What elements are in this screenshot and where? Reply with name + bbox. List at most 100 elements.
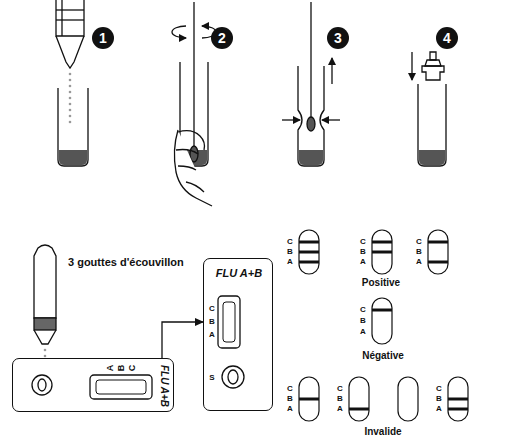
- drawn-ellipse: [307, 117, 315, 131]
- drawn-rect: [90, 375, 152, 399]
- drawn-path: [186, 182, 204, 192]
- drawn-path: [56, 0, 84, 36]
- drawn-line: [299, 251, 319, 254]
- zone-letter: C: [128, 365, 137, 372]
- sample-dropper: [34, 245, 56, 369]
- drawn-circle: [32, 375, 52, 395]
- caption-label: 3 gouttes d'écouvillon: [68, 257, 184, 268]
- zone-letter: A: [209, 331, 215, 339]
- drawn-line: [331, 58, 332, 84]
- drawn-path: [430, 52, 436, 60]
- drawn-path: [299, 150, 323, 165]
- drawn-line: [372, 251, 392, 254]
- drawn-path: [422, 66, 444, 80]
- drawn-path: [34, 330, 56, 344]
- drawn-path: [34, 245, 56, 318]
- step-three: [282, 2, 340, 166]
- drawn-line: [299, 261, 319, 264]
- drawn-line: [349, 408, 369, 411]
- callout-number: 2: [211, 27, 233, 49]
- drawn-ellipse: [228, 370, 238, 384]
- zone-letter: A: [436, 405, 442, 413]
- drawn-rect: [96, 380, 146, 394]
- drawn-rect: [34, 318, 56, 330]
- step-one: [56, 0, 88, 166]
- drawn-path: [58, 88, 88, 166]
- zone-letter: B: [360, 317, 366, 325]
- zone-letter: C: [416, 238, 422, 246]
- drawn-rect: [448, 377, 468, 421]
- drawn-circle: [222, 366, 244, 388]
- zone-letter: A: [287, 405, 293, 413]
- drawn-path: [56, 36, 84, 68]
- drawn-circle: [69, 85, 72, 88]
- drawn-line: [299, 398, 319, 401]
- step-two: [172, 2, 216, 206]
- caption-label: Invalide: [364, 427, 401, 437]
- drawn-rect: [372, 298, 392, 344]
- zone-letter: B: [416, 248, 422, 256]
- drawn-path: [419, 150, 445, 165]
- zone-letter: A: [360, 258, 366, 266]
- drawn-rect: [218, 296, 240, 348]
- drawn-line: [322, 119, 340, 120]
- drawn-circle: [69, 121, 72, 124]
- callout-number: 3: [327, 27, 349, 49]
- result-lines: [299, 242, 468, 409]
- test-cassette: ABCFLU A+B: [12, 358, 174, 412]
- step-four: [412, 52, 446, 166]
- drawn-path: [298, 66, 324, 166]
- caption-label: Positive: [362, 278, 400, 288]
- test-cassette: FLU A+BCBAS: [203, 258, 273, 411]
- zone-letter: C: [360, 306, 366, 314]
- drawn-path: [178, 131, 205, 150]
- drawn-line: [299, 241, 319, 244]
- zone-letter: A: [287, 258, 293, 266]
- drawn-line: [372, 241, 392, 244]
- drawn-line: [428, 261, 448, 264]
- drawn-rect: [372, 230, 392, 274]
- drawn-path: [59, 150, 87, 165]
- drawn-line: [448, 408, 468, 411]
- drawn-g: [69, 73, 72, 124]
- drawn-circle: [69, 97, 72, 100]
- drawn-circle: [44, 355, 47, 358]
- zone-letter: C: [360, 238, 366, 246]
- zone-letter: B: [287, 248, 293, 256]
- drawn-circle: [69, 79, 72, 82]
- zone-letter: C: [287, 238, 293, 246]
- drawn-path: [425, 60, 441, 66]
- drawn-line: [411, 52, 412, 80]
- drawn-line: [56, 9, 84, 10]
- result-strips: [299, 230, 468, 421]
- cassette-title: FLU A+B: [216, 268, 262, 279]
- zone-letter: B: [117, 365, 126, 372]
- drawn-path: [172, 26, 186, 38]
- drawn-line: [310, 2, 311, 124]
- drawn-circle: [69, 91, 72, 94]
- drawn-ellipse: [38, 379, 46, 391]
- callout-digit: 4: [443, 31, 451, 45]
- drawn-line: [448, 398, 468, 401]
- drawn-path: [178, 166, 196, 170]
- drawn-line: [282, 119, 300, 120]
- drawn-rect: [349, 377, 369, 421]
- drawn-path: [174, 130, 212, 206]
- zone-letter: B: [209, 318, 215, 326]
- cassette-title: FLU A+B: [159, 365, 169, 407]
- callout-digit: 3: [334, 31, 342, 45]
- zone-letter: A: [416, 258, 422, 266]
- drawn-circle: [69, 103, 72, 106]
- drawn-rect: [299, 377, 319, 421]
- callout-digit: 1: [99, 31, 107, 45]
- drawn-line: [56, 19, 84, 20]
- cassette-window: [12, 358, 174, 412]
- drawn-path: [176, 150, 198, 155]
- zone-letter: A: [337, 405, 343, 413]
- zone-letter: A: [360, 328, 366, 336]
- callout-digit: 2: [218, 31, 226, 45]
- drawn-circle: [69, 109, 72, 112]
- zone-letter: B: [337, 395, 343, 403]
- drawn-circle: [69, 73, 72, 76]
